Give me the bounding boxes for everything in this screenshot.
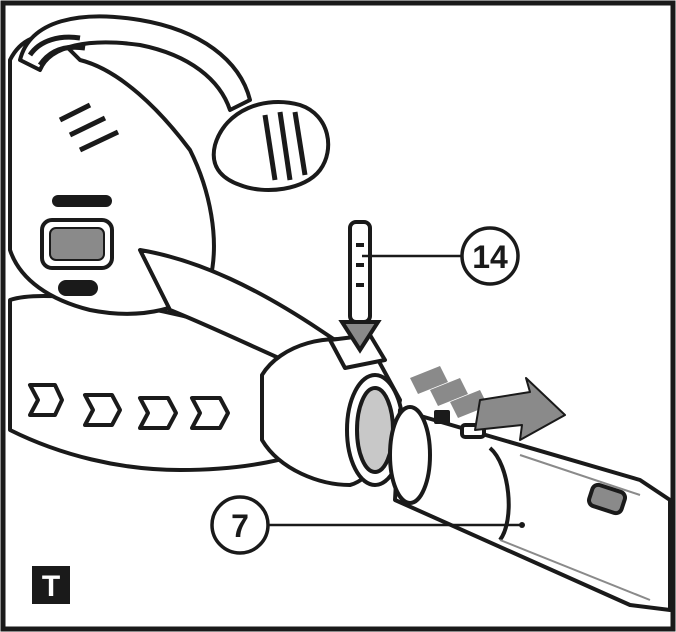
callout-7-circle	[210, 495, 270, 555]
brand-plate-inner	[49, 227, 105, 261]
pull-direction-arrow	[474, 377, 566, 441]
panel-letter: T	[42, 570, 60, 603]
callout-7-anchor-dot	[519, 522, 525, 528]
lower-vent-chevrons	[28, 383, 230, 430]
vent-slot	[52, 195, 112, 207]
locking-pin	[338, 220, 382, 354]
callout-7-number: 7	[231, 508, 249, 544]
panel-letter-tag	[32, 566, 70, 604]
callout-14-circle	[460, 226, 520, 286]
vent-slot-lower	[58, 280, 98, 296]
handle-grip-ridges	[27, 34, 308, 181]
tube-coupling	[260, 333, 405, 487]
blower-tube	[388, 405, 672, 612]
callout-14-number: 14	[472, 239, 508, 275]
motion-lines	[410, 366, 488, 418]
